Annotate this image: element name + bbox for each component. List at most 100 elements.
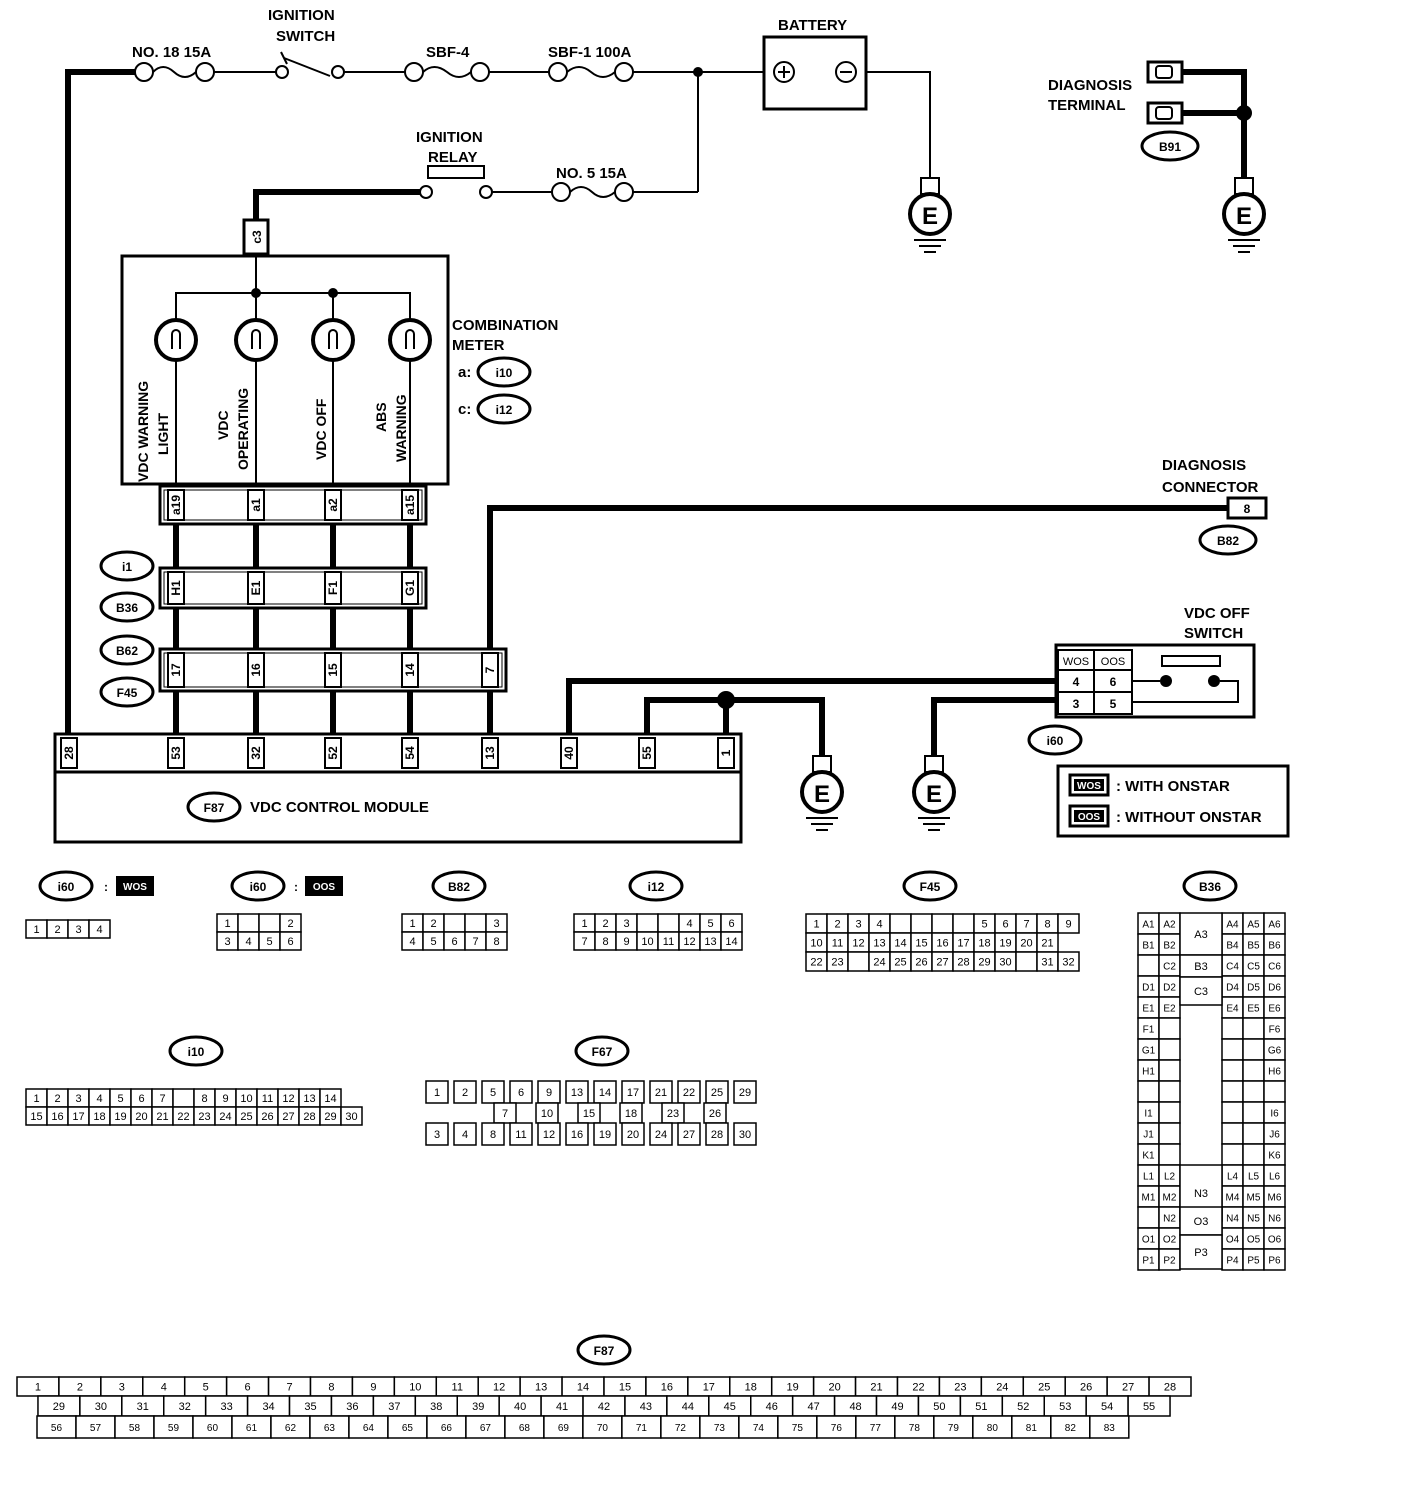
- face-pin-number: 8: [201, 1093, 207, 1105]
- face-cell: [705, 1122, 729, 1146]
- face-cell: [733, 1122, 757, 1146]
- connector-tag-b91-label: B91: [1159, 140, 1181, 154]
- face-pin-number: 25: [711, 1087, 723, 1099]
- lamp-label: ABS: [373, 402, 389, 432]
- face-header-label: i60: [58, 880, 75, 894]
- face-pin-number: 8: [328, 1382, 334, 1394]
- face-cell: [910, 913, 933, 934]
- face-cell: [1242, 1101, 1265, 1124]
- face-pin-number: 21: [156, 1111, 168, 1123]
- face-pin-number: 17: [703, 1382, 715, 1394]
- face-pin-number: J1: [1143, 1130, 1154, 1141]
- face-pin-number: 3: [493, 918, 499, 930]
- face-pin-number: 72: [675, 1423, 687, 1434]
- face-pin-number: 65: [402, 1423, 414, 1434]
- face-pin-number: 10: [409, 1382, 421, 1394]
- face-pin-number: I6: [1270, 1109, 1279, 1120]
- face-cell: [593, 1122, 617, 1146]
- fuse-sbf4: [404, 62, 490, 82]
- pin-label: 54: [403, 746, 417, 760]
- face-cell: [1158, 1143, 1181, 1166]
- face-pin-number: B2: [1163, 941, 1176, 952]
- face-cell: [1263, 1248, 1286, 1271]
- face-pin-number: 1: [33, 1093, 39, 1105]
- face-pin-number: C3: [1194, 986, 1208, 998]
- face-pin-number: 6: [138, 1093, 144, 1105]
- lamp-label: VDC WARNING: [135, 381, 151, 482]
- face-pin-number: 53: [1059, 1401, 1071, 1413]
- face-pin-number: 9: [546, 1087, 552, 1099]
- ground-label: E: [926, 781, 942, 808]
- face-pin-number: 9: [370, 1382, 376, 1394]
- face-cell: [1242, 1122, 1265, 1145]
- face-pin-number: 12: [493, 1382, 505, 1394]
- face-cell: [88, 919, 111, 939]
- pin-label: 55: [640, 746, 654, 760]
- face-pin-number: 31: [1041, 957, 1053, 969]
- face-pin-number: 83: [1104, 1423, 1116, 1434]
- face-pin-number: 33: [221, 1401, 233, 1413]
- face-pin-number: 13: [571, 1087, 583, 1099]
- face-pin-number: 7: [472, 936, 478, 948]
- face-pin-number: C5: [1247, 962, 1260, 973]
- face-pin-number: M1: [1142, 1193, 1156, 1204]
- pin-label: G1: [403, 580, 417, 596]
- face-pin-number: B4: [1226, 941, 1239, 952]
- face-cell: [237, 913, 260, 933]
- face-pin-number: A1: [1142, 920, 1155, 931]
- face-pin-number: 30: [999, 957, 1011, 969]
- face-pin-number: 16: [51, 1111, 63, 1123]
- face-pin-number: 27: [1122, 1382, 1134, 1394]
- face-pin-number: 49: [891, 1401, 903, 1413]
- bulb-icon: [311, 318, 355, 362]
- connector-tag-f45-label: F45: [117, 686, 138, 700]
- pin-label: 15: [326, 663, 340, 677]
- ground-label: E: [814, 781, 830, 808]
- face-pin-number: 1: [35, 1382, 41, 1394]
- face-header-label: i60: [250, 880, 267, 894]
- face-cell: [1158, 1017, 1181, 1040]
- vdc-control-module: 28 53 32 52 54 13 40 55 1: [53, 732, 743, 844]
- face-cell: [509, 1080, 533, 1104]
- face-header-wos: WOS: [123, 882, 147, 893]
- face-pin-number: 11: [262, 1093, 273, 1105]
- face-pin-number: 5: [707, 918, 713, 930]
- face-pin-number: 6: [518, 1087, 524, 1099]
- face-pin-number: 11: [452, 1382, 463, 1394]
- face-pin-number: 3: [855, 919, 861, 931]
- face-pin-number: 35: [304, 1401, 316, 1413]
- face-cell: [258, 913, 281, 933]
- face-pin-number: N2: [1163, 1214, 1176, 1225]
- ground-label: E: [922, 203, 938, 230]
- face-pin-number: 68: [519, 1423, 531, 1434]
- face-pin-number: G1: [1142, 1046, 1156, 1057]
- face-pin-number: 74: [753, 1423, 765, 1434]
- face-pin-number: 78: [909, 1423, 921, 1434]
- face-cell: [1137, 1080, 1160, 1103]
- face-pin-number: 8: [490, 1129, 496, 1141]
- face-pin-number: 19: [599, 1129, 611, 1141]
- face-pin-number: 2: [602, 918, 608, 930]
- diagnosis-terminal-label-1: DIAGNOSIS: [1048, 77, 1132, 94]
- diagnosis-connector-label-2: CONNECTOR: [1162, 479, 1259, 496]
- face-pin-number: 50: [933, 1401, 945, 1413]
- face-pin-number: 6: [287, 936, 293, 948]
- pin-label: 6: [1110, 675, 1117, 689]
- face-pin-number: 30: [739, 1129, 751, 1141]
- face-pin-number: B1: [1142, 941, 1155, 952]
- face-pin-number: M5: [1247, 1193, 1261, 1204]
- battery-label: BATTERY: [778, 17, 847, 34]
- face-pin-number: D5: [1247, 983, 1260, 994]
- face-pin-number: 32: [179, 1401, 191, 1413]
- face-pin-number: 19: [999, 938, 1011, 950]
- pin-label: 5: [1110, 697, 1117, 711]
- face-pin-number: 42: [598, 1401, 610, 1413]
- face-pin-number: 11: [515, 1129, 526, 1141]
- diagnosis-connector-label-1: DIAGNOSIS: [1162, 457, 1246, 474]
- face-pin-number: 75: [792, 1423, 804, 1434]
- face-pin-number: A6: [1268, 920, 1281, 931]
- face-cell: [1242, 1143, 1265, 1166]
- face-pin-number: A3: [1194, 929, 1207, 941]
- face-pin-number: 13: [873, 938, 885, 950]
- face-pin-number: 7: [502, 1108, 508, 1120]
